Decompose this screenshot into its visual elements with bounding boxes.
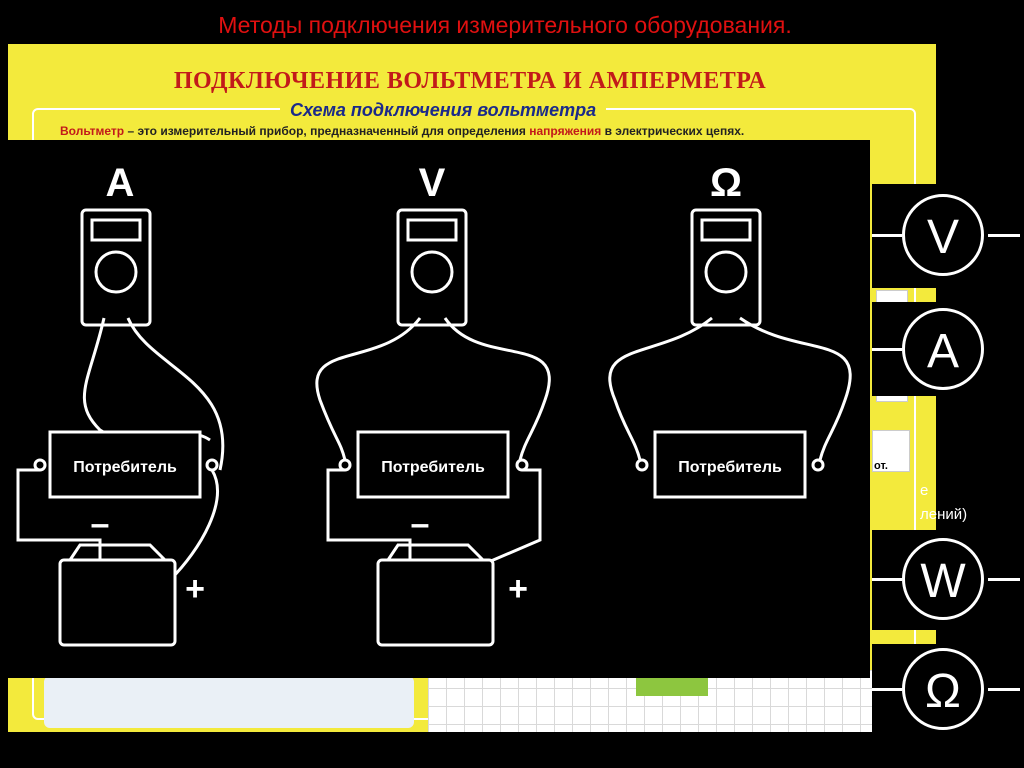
consumer-label: Потребитель bbox=[381, 459, 485, 476]
ammeter-symbol-circle: A bbox=[902, 308, 984, 390]
terminal bbox=[811, 458, 825, 472]
wire bbox=[469, 468, 542, 572]
poster-card-right-2 bbox=[872, 430, 910, 472]
caption-fragment: е bbox=[920, 482, 929, 499]
poster-heading: ПОДКЛЮЧЕНИЕ ВОЛЬТМЕТРА И АМПЕРМЕТРА bbox=[173, 68, 767, 94]
minus-sign: – bbox=[91, 505, 110, 543]
multimeter-dial bbox=[94, 250, 138, 294]
multimeter-dial bbox=[410, 250, 454, 294]
voltmeter-label: V bbox=[419, 161, 446, 205]
plus-sign: + bbox=[185, 570, 205, 608]
consumer-box bbox=[356, 430, 510, 499]
consumer-label: Потребитель bbox=[73, 459, 177, 476]
ohmmeter-label: Ω bbox=[710, 161, 742, 205]
poster-card-bottom-left bbox=[44, 676, 414, 728]
voltmeter-symbol: V bbox=[872, 184, 1020, 288]
poster-definition: Вольтметр – это измерительный прибор, пр… bbox=[60, 124, 900, 138]
consumer-box bbox=[653, 430, 807, 499]
ohmmeter-circuit: Ω Потребитель bbox=[608, 161, 852, 499]
battery-top bbox=[68, 543, 167, 562]
battery-icon bbox=[376, 558, 495, 647]
consumer-box bbox=[48, 430, 202, 499]
probe-wire bbox=[443, 317, 551, 461]
ohmmeter-symbol: Ω bbox=[872, 644, 1020, 736]
definition-term: Вольтметр bbox=[60, 124, 125, 138]
voltmeter-circuit: V Потребитель – + bbox=[315, 161, 551, 647]
wire bbox=[168, 469, 219, 582]
wattmeter-symbol: W bbox=[872, 530, 1020, 630]
symbol-line-left bbox=[872, 234, 902, 237]
ammeter-label: A bbox=[106, 161, 135, 205]
symbol-line-left bbox=[872, 688, 902, 691]
definition-text: – это измерительный прибор, предназначен… bbox=[124, 124, 530, 138]
consumer-label: Потребитель bbox=[678, 459, 782, 476]
probe-wire bbox=[608, 316, 713, 461]
multimeter-display bbox=[700, 218, 752, 242]
symbol-line-right bbox=[988, 578, 1020, 581]
slide-title: Методы подключения измерительного оборуд… bbox=[218, 12, 792, 38]
multimeter-display bbox=[90, 218, 142, 242]
plus-sign: + bbox=[508, 570, 528, 608]
poster-green-block bbox=[636, 676, 708, 696]
poster-subheading: Схема подключения вольтметра bbox=[280, 100, 607, 121]
symbol-line-right bbox=[988, 234, 1020, 237]
probe-wire bbox=[739, 316, 852, 461]
battery-top bbox=[386, 543, 485, 562]
minus-sign: – bbox=[411, 505, 430, 543]
voltmeter-symbol-circle: V bbox=[902, 194, 984, 276]
wire bbox=[326, 468, 412, 560]
ammeter-symbol: A bbox=[872, 302, 1020, 396]
battery-icon bbox=[58, 558, 177, 647]
definition-highlight: напряжения bbox=[529, 124, 602, 138]
poster-fragment: от. bbox=[874, 460, 888, 472]
probe-wire bbox=[126, 317, 225, 471]
connection-diagram: A Потребитель – + V Потребитель – + bbox=[0, 140, 870, 678]
multimeter-display bbox=[406, 218, 458, 242]
symbol-line-left bbox=[872, 578, 902, 581]
ohmmeter-symbol-circle: Ω bbox=[902, 648, 984, 730]
symbol-line-left bbox=[872, 348, 902, 351]
wattmeter-symbol-circle: W bbox=[902, 538, 984, 620]
ammeter-circuit: A Потребитель – + bbox=[16, 161, 225, 647]
wire bbox=[16, 468, 102, 560]
terminal bbox=[635, 458, 649, 472]
definition-tail: в электрических цепях. bbox=[601, 124, 745, 138]
poster-grid-card bbox=[428, 670, 874, 732]
multimeter-dial bbox=[704, 250, 748, 294]
probe-wire bbox=[315, 317, 422, 461]
caption-fragment: лений) bbox=[920, 506, 968, 523]
symbol-line-right bbox=[988, 688, 1020, 691]
